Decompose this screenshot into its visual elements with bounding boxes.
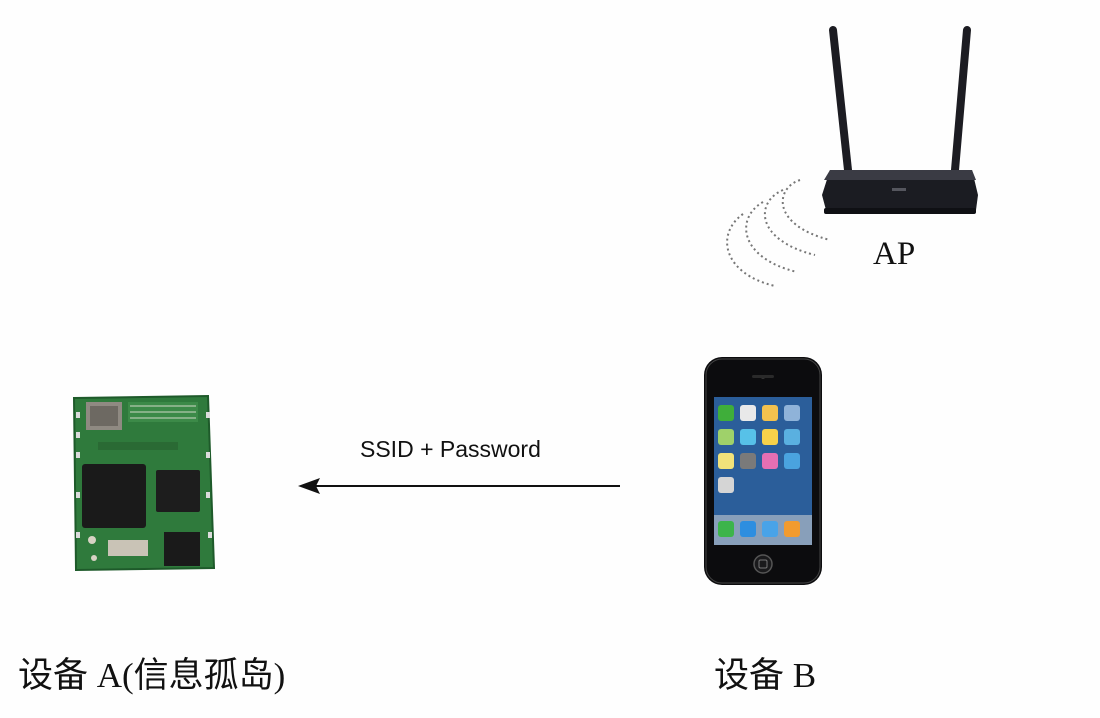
ap-label: AP [873, 236, 916, 272]
arrow-label: SSID + Password [360, 436, 541, 462]
wifi-signal-icon [726, 179, 831, 287]
device-a-label: 设备 A(信息孤岛) [18, 656, 286, 695]
device-b-label: 设备 B [714, 656, 817, 695]
router-icon [822, 26, 978, 214]
smartphone-icon [704, 357, 822, 585]
arrow-to-device-a [298, 478, 620, 494]
wifi-module-board-icon [72, 394, 216, 572]
